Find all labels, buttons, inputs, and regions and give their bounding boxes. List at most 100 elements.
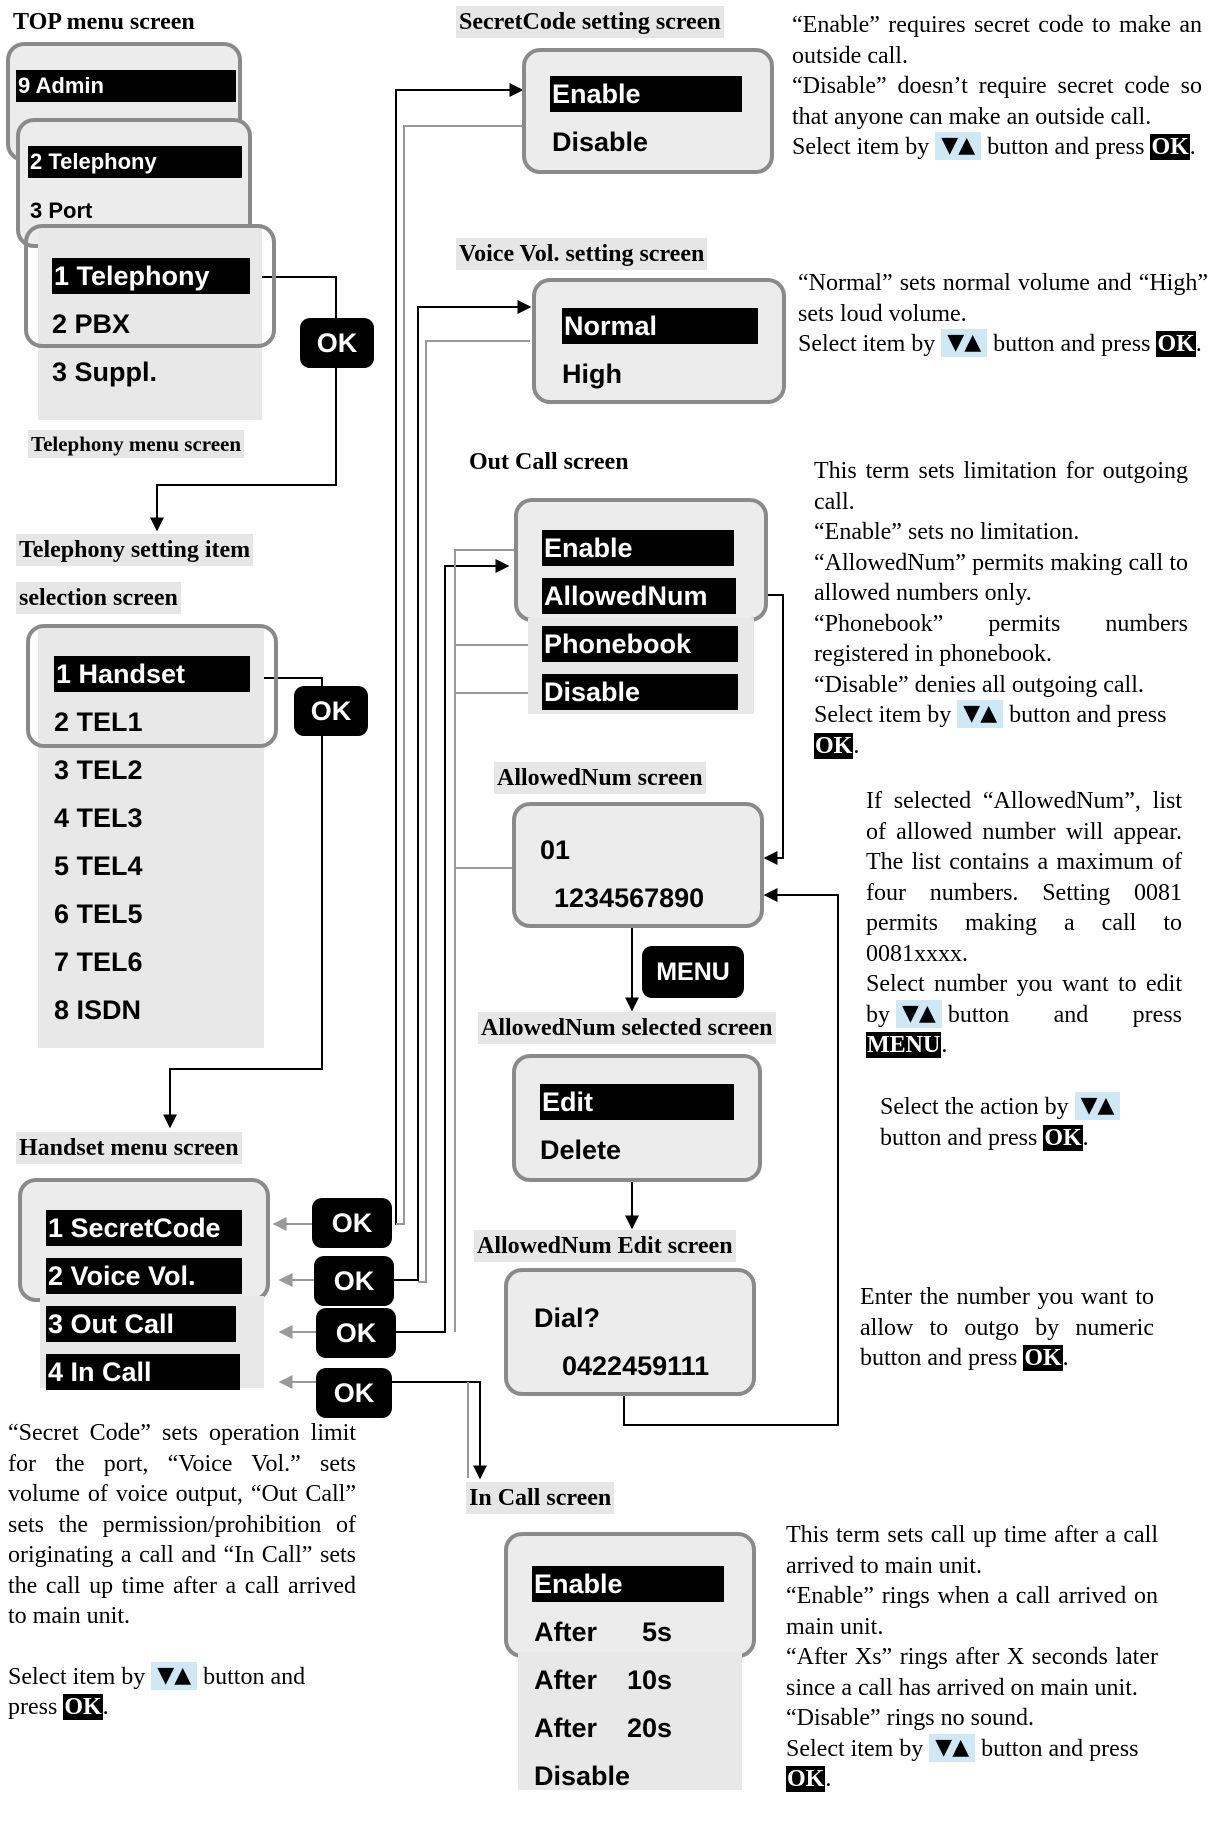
telephony-item-1[interactable]: 1 Telephony [52, 258, 250, 294]
setting-item-3[interactable]: 3 TEL2 [54, 755, 143, 785]
press-text: button and press [947, 1001, 1182, 1028]
arrow-keys-icon: ▼▲ [935, 132, 982, 160]
ok-key: OK [1150, 134, 1190, 160]
arrow-keys-icon: ▼▲ [929, 1733, 976, 1762]
allowednum-edit-label: AllowedNum Edit screen [474, 1230, 736, 1262]
telephony-menu-label: Telephony menu screen [28, 430, 245, 458]
allowednum-description: If selected “AllowedNum”, list of allowe… [866, 786, 1182, 1061]
allowednum-number[interactable]: 1234567890 [554, 883, 705, 913]
setting-item-7[interactable]: 7 TEL6 [54, 947, 143, 977]
incall-item-after-10s[interactable]: After 10s [534, 1665, 673, 1695]
telephony-setting-label-2: selection screen [16, 582, 181, 614]
press-text: button and press [993, 331, 1151, 357]
period: . [1195, 331, 1202, 357]
incall-desc-select: Select item by▼▲button and press OK. [786, 1733, 1158, 1795]
ok-key: OK [63, 1694, 103, 1720]
press-text: button and press [1009, 702, 1167, 728]
menu-button[interactable]: MENU [642, 946, 744, 998]
outcall-label: Out Call screen [469, 449, 629, 475]
arrow-keys-icon: ▼▲ [941, 329, 988, 357]
outcall-item-disable[interactable]: Disable [542, 674, 738, 710]
setting-item-1[interactable]: 1 Handset [54, 656, 250, 692]
setting-item-4[interactable]: 4 TEL3 [54, 803, 143, 833]
handset-item-outcall[interactable]: 3 Out Call [46, 1306, 236, 1342]
incall-desc-2: “Enable” rings when a call arrived on ma… [786, 1583, 1158, 1640]
setting-item-5[interactable]: 5 TEL4 [54, 851, 143, 881]
secretcode-desc-select: Select item by▼▲button and press OK. [792, 132, 1202, 163]
incall-item-after-20s[interactable]: After 20s [534, 1713, 673, 1743]
edit-text: Enter the number you want to allow to ou… [860, 1284, 1154, 1371]
secretcode-item-disable[interactable]: Disable [552, 127, 649, 157]
select-text: Select item by [8, 1663, 146, 1690]
ok-key: OK [814, 732, 854, 759]
select-text: Select item by [786, 1735, 924, 1762]
voicevol-label: Voice Vol. setting screen [456, 238, 708, 270]
setting-screen-bg [38, 624, 264, 1048]
outcall-desc-1: This term sets limitation for outgoing c… [814, 458, 1188, 515]
edit-prompt: Dial? [534, 1303, 601, 1333]
incall-description: This term sets call up time after a call… [786, 1520, 1158, 1795]
voicevol-item-normal[interactable]: Normal [562, 308, 758, 344]
outcall-desc-4: “Phonebook” permits numbers registered i… [814, 610, 1188, 668]
outcall-desc-3: “AllowedNum” permits making call to allo… [814, 549, 1188, 607]
press-text: button and press [987, 134, 1145, 160]
voicevol-item-high[interactable]: High [562, 359, 622, 389]
outcall-description: This term sets limitation for outgoing c… [814, 456, 1188, 761]
handset-menu-label: Handset menu screen [16, 1132, 242, 1164]
incall-item-enable[interactable]: Enable [532, 1566, 724, 1602]
ok-button-telephony[interactable]: OK [300, 318, 374, 368]
press-text: button and press [8, 1663, 306, 1721]
allowednum-selected-label: AllowedNum selected screen [478, 1012, 776, 1044]
incall-item-after-5s[interactable]: After 5s [534, 1617, 673, 1647]
period: . [102, 1694, 109, 1720]
edit-number-field[interactable]: 0422459111 [562, 1351, 710, 1381]
press-text: button and press [981, 1735, 1139, 1762]
handset-desc-select: Select item by▼▲button and press OK. [8, 1661, 356, 1723]
ok-button-secretcode[interactable]: OK [312, 1198, 392, 1248]
secretcode-label: SecretCode setting screen [456, 6, 724, 38]
allowednum-label: AllowedNum screen [494, 762, 706, 794]
arrow-keys-icon: ▼▲ [896, 999, 942, 1028]
edit-desc: Enter the number you want to allow to ou… [860, 1282, 1154, 1374]
period: . [825, 1766, 832, 1792]
period: . [1189, 134, 1196, 160]
menu-item-admin[interactable]: 9 Admin [16, 70, 236, 102]
telephony-screen-bg [38, 224, 262, 420]
ok-button-setting[interactable]: OK [294, 686, 368, 736]
setting-item-6[interactable]: 6 TEL5 [54, 899, 143, 929]
selected-desc-select: Select the action by▼▲button and press O… [880, 1092, 1182, 1153]
ok-button-incall[interactable]: OK [316, 1368, 392, 1418]
handset-item-secretcode[interactable]: 1 SecretCode [46, 1210, 242, 1246]
select-text: Select the action by [880, 1094, 1069, 1120]
voicevol-description: “Normal” sets normal volume and “High” s… [798, 268, 1208, 360]
selected-item-delete[interactable]: Delete [540, 1135, 622, 1165]
outcall-item-enable[interactable]: Enable [542, 530, 734, 566]
incall-screen-bg [518, 1652, 742, 1790]
secretcode-desc-2: “Disable” doesn’t require secret code so… [792, 73, 1202, 130]
ok-key: OK [1156, 331, 1196, 357]
outcall-item-allowednum[interactable]: AllowedNum [542, 578, 736, 614]
voicevol-desc-select: Select item by▼▲button and press OK. [798, 329, 1208, 360]
ok-button-voicevol[interactable]: OK [314, 1256, 394, 1306]
outcall-item-phonebook[interactable]: Phonebook [542, 626, 738, 662]
handset-item-voicevol[interactable]: 2 Voice Vol. [46, 1258, 242, 1294]
handset-item-incall[interactable]: 4 In Call [46, 1354, 240, 1390]
menu-item-telephony[interactable]: 2 Telephony [28, 146, 242, 178]
selected-item-edit[interactable]: Edit [540, 1084, 734, 1120]
allowednum-frame [512, 802, 764, 928]
period: . [1062, 1345, 1069, 1371]
select-text: Select item by [814, 702, 952, 728]
menu-key: MENU [866, 1032, 942, 1058]
ok-button-outcall[interactable]: OK [316, 1308, 396, 1358]
ok-key: OK [786, 1766, 826, 1792]
setting-item-2[interactable]: 2 TEL1 [54, 707, 143, 737]
telephony-item-3[interactable]: 3 Suppl. [52, 357, 158, 387]
menu-item-port[interactable]: 3 Port [30, 198, 93, 223]
setting-item-8[interactable]: 8 ISDN [54, 995, 142, 1025]
incall-desc-3: “After Xs” rings after X seconds later s… [786, 1644, 1158, 1701]
secretcode-item-enable[interactable]: Enable [550, 76, 742, 112]
ok-key: OK [1043, 1124, 1083, 1151]
telephony-item-2[interactable]: 2 PBX [52, 309, 131, 339]
incall-item-disable[interactable]: Disable [534, 1761, 631, 1791]
